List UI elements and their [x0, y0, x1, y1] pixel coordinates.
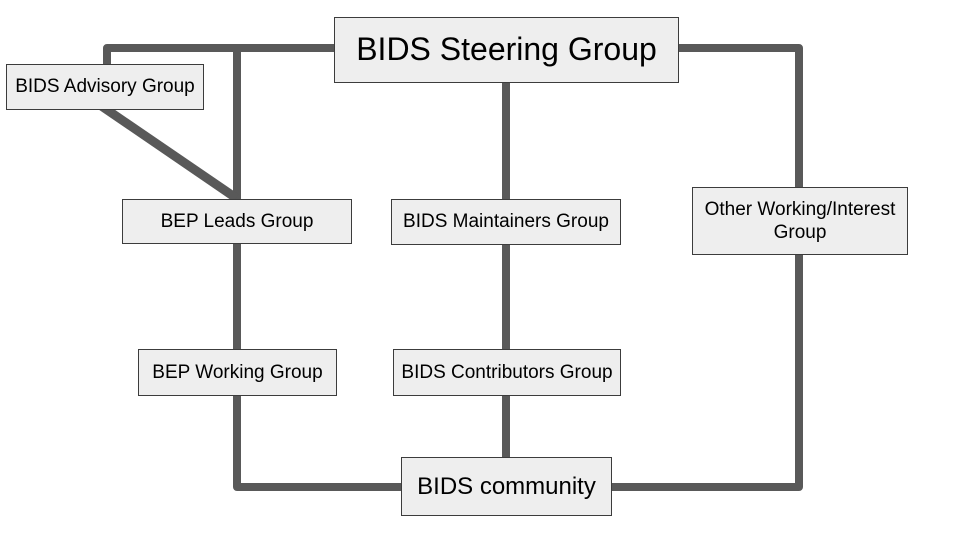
node-other-working-interest-group: Other Working/Interest Group — [692, 187, 908, 255]
node-label: BIDS community — [417, 472, 596, 500]
node-bep-working-group: BEP Working Group — [138, 349, 337, 396]
frame-connector — [103, 44, 803, 491]
node-label: BIDS Maintainers Group — [403, 211, 609, 233]
node-label: BIDS Steering Group — [356, 31, 657, 68]
diagonal-connector — [97, 101, 239, 202]
node-bids-maintainers-group: BIDS Maintainers Group — [391, 199, 621, 245]
node-label: BIDS Advisory Group — [15, 76, 195, 98]
node-label: BIDS Contributors Group — [401, 361, 613, 383]
node-label: BEP Leads Group — [160, 210, 314, 232]
node-bids-contributors-group: BIDS Contributors Group — [393, 349, 621, 396]
node-bids-advisory-group: BIDS Advisory Group — [6, 64, 204, 110]
node-bids-steering-group: BIDS Steering Group — [334, 17, 679, 83]
node-bep-leads-group: BEP Leads Group — [122, 199, 352, 244]
node-bids-community: BIDS community — [401, 457, 612, 516]
node-label: Other Working/Interest Group — [704, 198, 896, 243]
node-label: BEP Working Group — [152, 361, 323, 383]
